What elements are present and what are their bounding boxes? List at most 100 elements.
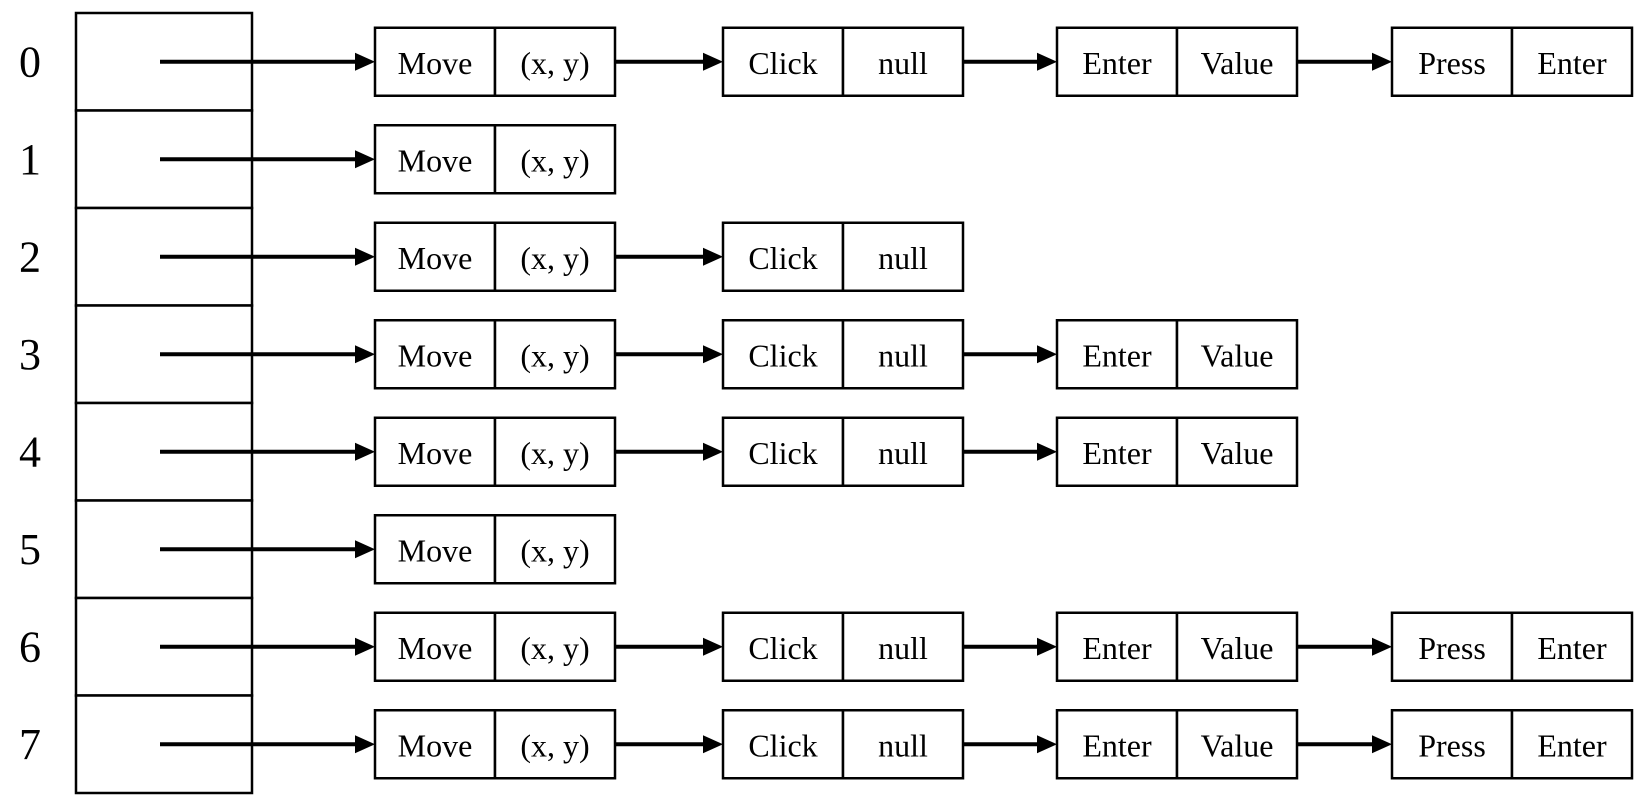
node-action-cell <box>373 26 497 97</box>
arrow-head <box>703 345 723 364</box>
index-label: 0 <box>19 37 41 86</box>
arrow-head <box>1037 735 1057 754</box>
arrow-head <box>355 540 375 559</box>
node-action-cell <box>373 709 497 780</box>
list-node: Move(x, y) <box>373 514 617 585</box>
node-action-label: Press <box>1418 630 1486 666</box>
node-arg-label: (x, y) <box>520 435 589 471</box>
index-label: 6 <box>19 622 41 671</box>
node-action-label: Enter <box>1082 435 1152 471</box>
node-arg-label: (x, y) <box>520 45 589 81</box>
node-arg-label: (x, y) <box>520 337 589 373</box>
node-action-cell <box>373 124 497 195</box>
next-arrow <box>963 735 1057 754</box>
node-action-label: Press <box>1418 727 1486 763</box>
list-node: Move(x, y) <box>373 611 617 682</box>
index-label: 4 <box>19 427 41 476</box>
arrow-head <box>703 247 723 266</box>
node-arg-cell <box>493 124 617 195</box>
arrow-head <box>1037 442 1057 461</box>
node-action-cell <box>1055 26 1179 97</box>
node-action-label: Move <box>398 337 473 373</box>
node-action-label: Move <box>398 435 473 471</box>
node-action-label: Click <box>748 435 817 471</box>
list-node: Click null <box>721 416 965 487</box>
node-arg-cell <box>493 221 617 292</box>
pointer-arrow <box>160 735 375 754</box>
node-action-cell <box>1055 319 1179 390</box>
next-arrow <box>1297 637 1392 656</box>
index-label: 3 <box>19 330 41 379</box>
list-node: Enter Value <box>1055 416 1299 487</box>
node-action-label: Click <box>748 727 817 763</box>
list-node: Move(x, y) <box>373 26 617 97</box>
node-arg-label: Value <box>1201 727 1274 763</box>
next-arrow <box>615 247 723 266</box>
arrow-head <box>355 735 375 754</box>
node-arg-label: (x, y) <box>520 727 589 763</box>
node-arg-cell <box>1175 611 1299 682</box>
node-arg-cell <box>1175 416 1299 487</box>
list-row: Move(x, y) Click null <box>160 221 965 292</box>
arrow-head <box>1372 637 1392 656</box>
arrow-head <box>1372 52 1392 71</box>
arrow-head <box>355 345 375 364</box>
node-arg-label: Value <box>1201 337 1274 373</box>
index-label: 7 <box>19 720 41 769</box>
list-node: Enter Value <box>1055 709 1299 780</box>
node-action-label: Move <box>398 727 473 763</box>
arrow-head <box>703 735 723 754</box>
node-action-label: Click <box>748 240 817 276</box>
node-action-cell <box>1390 709 1514 780</box>
list-node: Move(x, y) <box>373 221 617 292</box>
node-arg-cell <box>493 319 617 390</box>
list-node: Move(x, y) <box>373 124 617 195</box>
list-node: Press Enter <box>1390 709 1634 780</box>
next-arrow <box>963 442 1057 461</box>
node-action-cell <box>373 416 497 487</box>
next-arrow <box>963 345 1057 364</box>
index-label: 2 <box>19 232 41 281</box>
arrow-head <box>703 637 723 656</box>
node-arg-cell <box>1175 26 1299 97</box>
node-arg-cell <box>1510 709 1634 780</box>
node-action-label: Click <box>748 630 817 666</box>
node-arg-cell <box>493 514 617 585</box>
node-arg-cell <box>841 26 965 97</box>
node-action-cell <box>1390 26 1514 97</box>
arrow-head <box>1372 735 1392 754</box>
node-arg-cell <box>841 319 965 390</box>
node-arg-cell <box>493 26 617 97</box>
arrow-head <box>355 150 375 169</box>
list-node: Move (x, y) <box>373 319 617 390</box>
node-arg-label: null <box>878 240 928 276</box>
index-label: 1 <box>19 135 41 184</box>
node-arg-cell <box>1510 26 1634 97</box>
node-arg-label: Value <box>1201 435 1274 471</box>
pointer-arrow <box>160 247 375 266</box>
node-action-label: Enter <box>1082 727 1152 763</box>
node-arg-label: Enter <box>1537 630 1607 666</box>
node-arg-label: Enter <box>1537 45 1607 81</box>
node-action-cell <box>1055 416 1179 487</box>
node-arg-cell <box>1510 611 1634 682</box>
hash-table <box>74 11 254 795</box>
arrow-head <box>355 247 375 266</box>
node-arg-label: Enter <box>1537 727 1607 763</box>
node-action-cell <box>721 221 845 292</box>
node-arg-label: null <box>878 435 928 471</box>
list-node: Move (x, y) <box>373 709 617 780</box>
node-action-cell <box>373 514 497 585</box>
arrow-head <box>355 637 375 656</box>
next-arrow <box>615 637 723 656</box>
